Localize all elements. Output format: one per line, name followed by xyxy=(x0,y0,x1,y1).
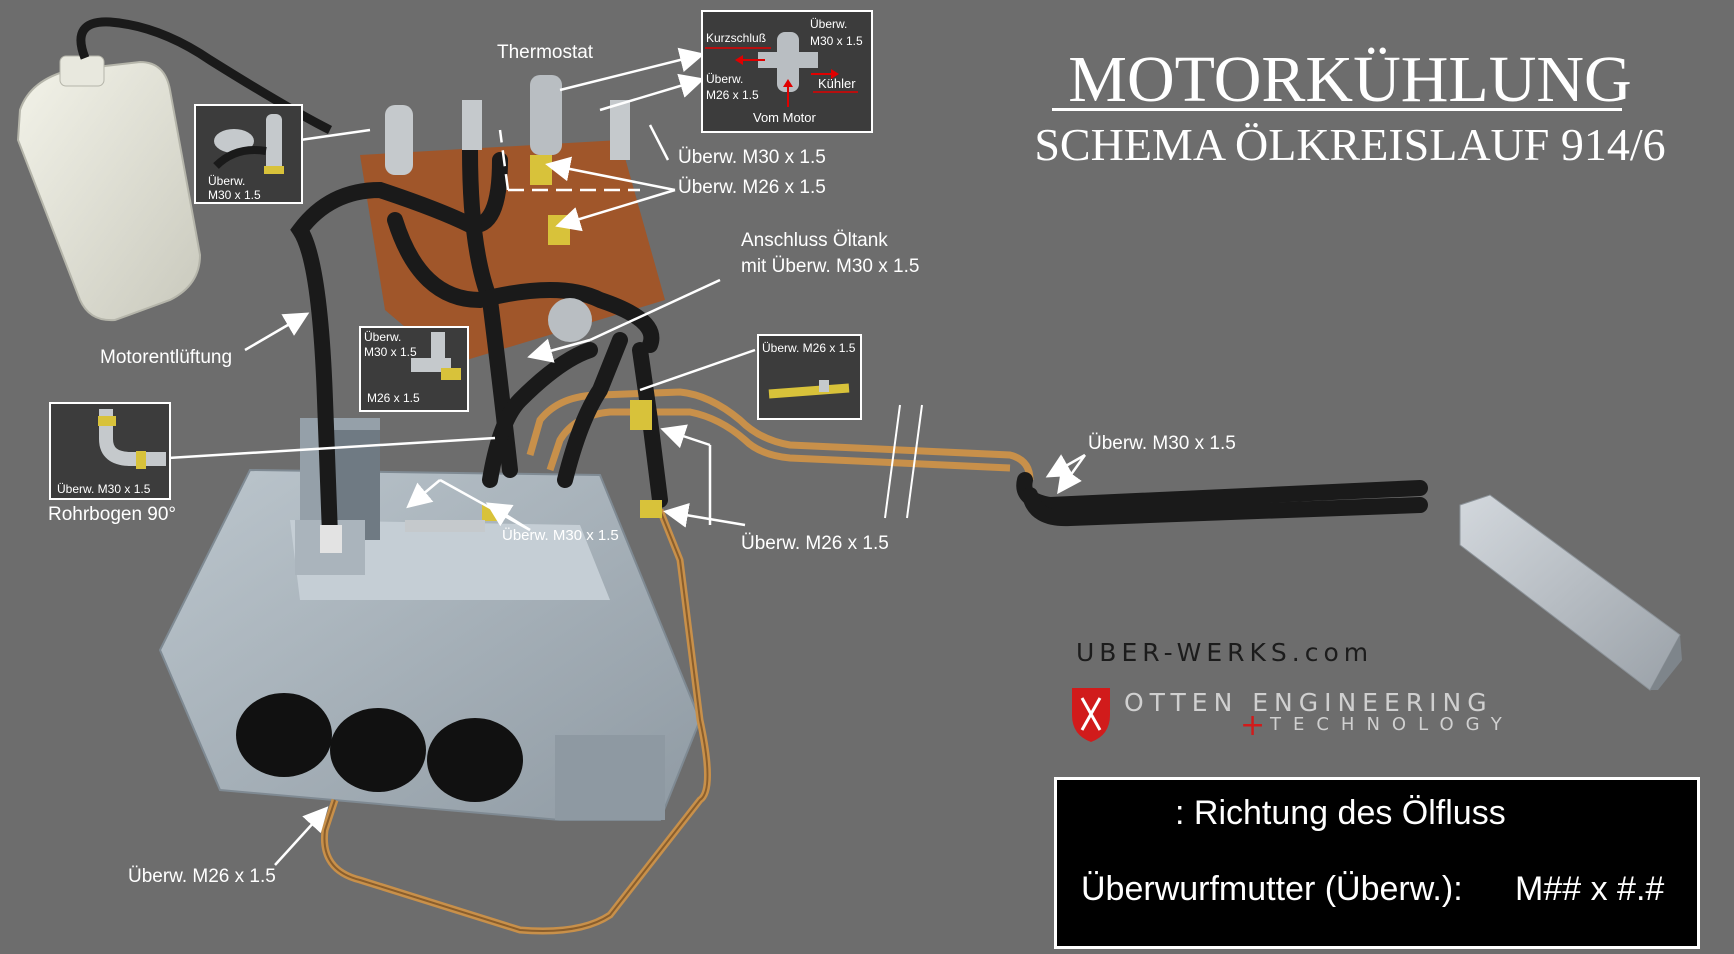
inset-text-uberw-m26-b: M26 x 1.5 xyxy=(706,88,759,102)
leader-lines xyxy=(167,47,1087,866)
label-thermostat: Thermostat xyxy=(497,42,594,63)
inset-text-pipe-m26: Überw. M26 x 1.5 xyxy=(762,341,856,355)
inset-text-vom-motor: Vom Motor xyxy=(753,110,816,125)
label-uberw-m26-mid: Überw. M26 x 1.5 xyxy=(741,533,889,554)
label-uberw-m26-bottom: Überw. M26 x 1.5 xyxy=(128,866,276,887)
label-uberw-m30-top: Überw. M30 x 1.5 xyxy=(678,147,826,168)
brand-company-line2: TECHNOLOGY xyxy=(1270,714,1514,735)
label-uberw-m30-right: Überw. M30 x 1.5 xyxy=(1088,433,1236,454)
tee-fitting-illustration xyxy=(411,332,461,380)
oil-cooler xyxy=(1459,494,1682,691)
inset-text-elbow-m30: Überw. M30 x 1.5 xyxy=(57,482,151,496)
inset-text-kuehler: Kühler xyxy=(818,76,856,91)
otten-shield-logo-icon xyxy=(1072,688,1110,742)
legend-flow-text: : Richtung des Ölfluss xyxy=(1175,794,1506,832)
elbow-fitting-illustration xyxy=(98,409,166,469)
inset-text-uberw-m30-a: Überw. xyxy=(810,17,848,31)
inset-text-tee-m26: M26 x 1.5 xyxy=(367,391,420,405)
label-uberw-m26-top: Überw. M26 x 1.5 xyxy=(678,177,826,198)
inset-text-tee-m30: M30 x 1.5 xyxy=(364,345,417,359)
legend-box: : Richtung des Ölfluss Überwurfmutter (Ü… xyxy=(1054,777,1700,949)
label-uberw-m30-bottom: Überw. M30 x 1.5 xyxy=(502,527,619,544)
brand-plus: + xyxy=(1240,708,1266,743)
engine-block xyxy=(158,418,702,821)
label-oiltank-connection-thread: mit Überw. M30 x 1.5 xyxy=(741,256,920,277)
pipe-break-marks xyxy=(884,404,923,519)
page-subtitle: SCHEMA ÖLKREISLAUF 914/6 xyxy=(1034,119,1666,170)
inset-text-kurzschluss: Kurzschluß xyxy=(706,31,767,45)
inset-text-uberw-m26-a: Überw. xyxy=(706,72,744,86)
title-underline xyxy=(1052,108,1622,111)
inset-tank-fitting: Überw. M30 x 1.5 xyxy=(194,104,303,204)
pipe-fitting-illustration xyxy=(768,380,850,399)
brand-company-line1: OTTEN ENGINEERING xyxy=(1124,688,1493,717)
inset-thermostat-detail: Kurzschluß Überw. M30 x 1.5 Überw. M26 x… xyxy=(701,10,873,133)
inset-text-tank-uberw: Überw. xyxy=(208,174,246,188)
legend-nut-format: M## x #.# xyxy=(1515,870,1665,908)
oil-tank xyxy=(16,55,202,322)
label-rohrbogen: Rohrbogen 90° xyxy=(48,504,177,525)
inset-pipe-fitting: Überw. M26 x 1.5 xyxy=(757,334,862,420)
inset-text-uberw-m30-b: M30 x 1.5 xyxy=(810,34,863,48)
label-motorentlueftung: Motorentlüftung xyxy=(100,347,233,368)
inset-text-tank-m30: M30 x 1.5 xyxy=(208,188,261,202)
page-title: MOTORKÜHLUNG xyxy=(1068,43,1632,116)
inset-text-tee-uberw: Überw. xyxy=(364,330,402,344)
brand-site: UBER-WERKS.com xyxy=(1076,638,1374,667)
legend-nut-label: Überwurfmutter (Überw.): xyxy=(1081,870,1463,908)
tank-fitting-illustration xyxy=(213,114,284,174)
label-oiltank-connection: Anschluss Öltank xyxy=(741,230,888,251)
inset-tee-fitting: Überw. M30 x 1.5 M26 x 1.5 xyxy=(359,326,469,412)
copper-pipe-shade xyxy=(323,509,709,932)
steel-fittings xyxy=(320,75,630,553)
thermostat-detail-illustration xyxy=(705,32,858,107)
inset-elbow-fitting: Überw. M30 x 1.5 xyxy=(49,402,171,500)
